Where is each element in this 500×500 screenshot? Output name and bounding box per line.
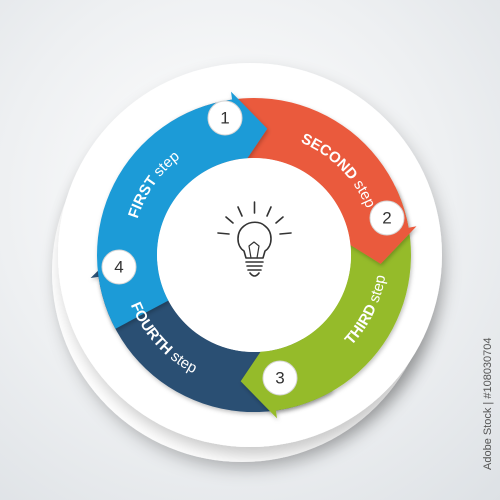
step-2-badge: 2 bbox=[369, 200, 405, 236]
inner-circle bbox=[157, 158, 351, 352]
step-2-number: 2 bbox=[382, 209, 391, 228]
step-3-number: 3 bbox=[275, 369, 284, 388]
step-4-badge: 4 bbox=[101, 249, 137, 285]
step-1-number: 1 bbox=[220, 109, 229, 128]
stock-id-watermark: Adobe Stock | #108030704 bbox=[482, 337, 494, 470]
step-1-arrow bbox=[97, 91, 268, 329]
step-4-number: 4 bbox=[114, 258, 123, 277]
step-1-badge: 1 bbox=[207, 100, 243, 136]
step-3-label-light: step bbox=[366, 274, 390, 305]
step-3-badge: 3 bbox=[262, 360, 298, 396]
light-bulb-icon bbox=[217, 201, 292, 277]
